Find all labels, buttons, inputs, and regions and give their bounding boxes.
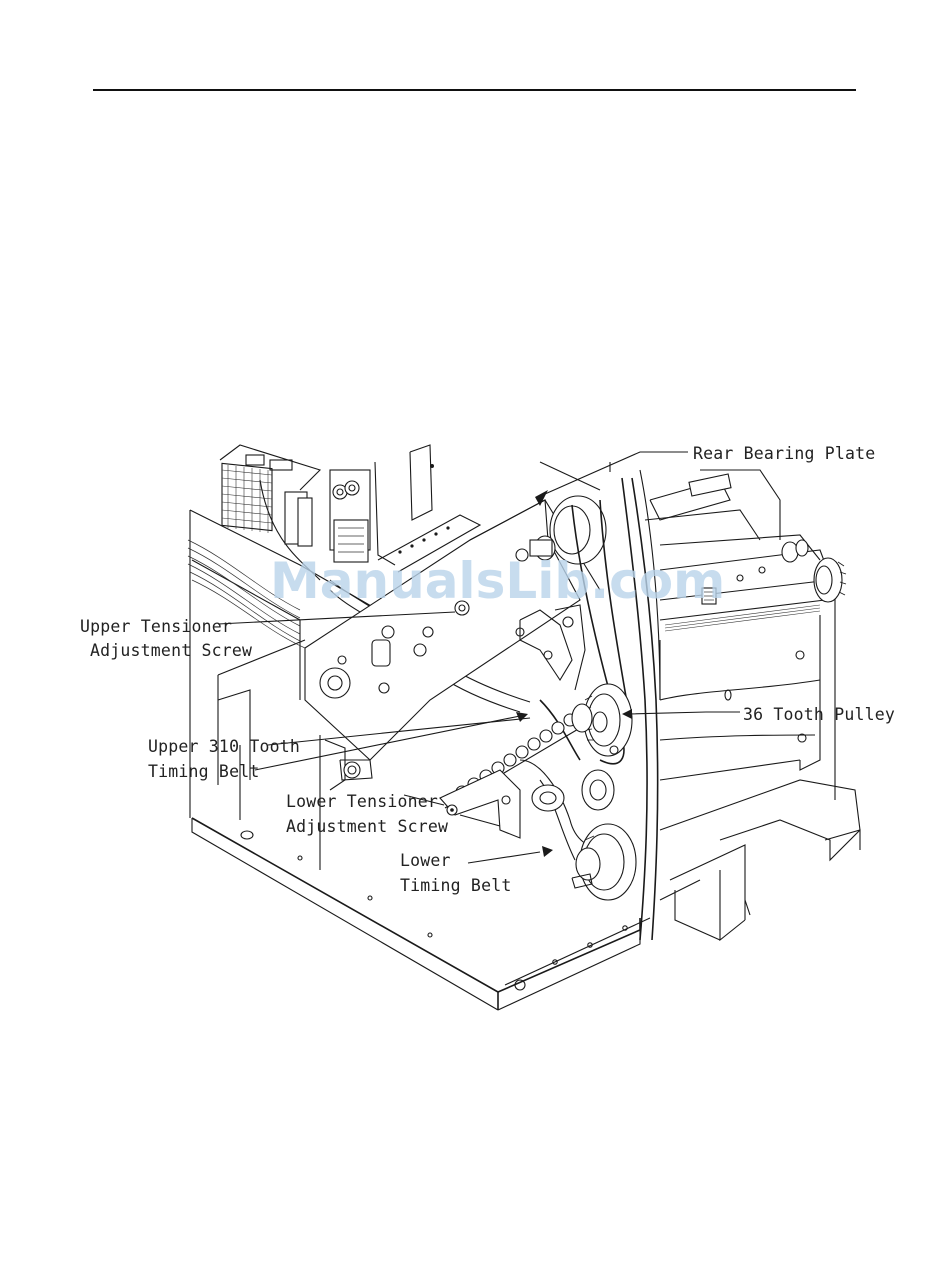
label-lower-belt-line1: Lower	[400, 851, 451, 870]
label-lower-belt-line2: Timing Belt	[400, 876, 511, 895]
label-upper-belt-line1: Upper 310 Tooth	[148, 737, 300, 756]
label-lower-tensioner-line2: Adjustment Screw	[286, 817, 448, 836]
watermark: ManualsLib.com	[270, 552, 725, 610]
label-upper-tensioner-line2: Adjustment Screw	[90, 641, 252, 660]
leader-lower-belt	[468, 852, 540, 863]
callout-labels: Rear Bearing Plate Upper Tensioner Adjus…	[80, 444, 895, 895]
chassis-base	[192, 818, 650, 1010]
right-knob	[782, 540, 846, 602]
lower-drive-pulley	[572, 824, 636, 900]
label-upper-tensioner-line1: Upper Tensioner	[80, 617, 232, 636]
label-36-tooth-pulley: 36 Tooth Pulley	[743, 705, 895, 724]
lower-tensioner-arm	[440, 770, 520, 838]
label-upper-belt-line2: Timing Belt	[148, 762, 259, 781]
label-lower-tensioner-line1: Lower Tensioner	[286, 792, 438, 811]
pulley-36-tooth	[572, 684, 632, 756]
leader-rear-bearing-plate	[545, 452, 688, 494]
label-rear-bearing-plate: Rear Bearing Plate	[693, 444, 875, 463]
front-guide	[660, 780, 860, 940]
idler-pulleys	[532, 770, 614, 811]
